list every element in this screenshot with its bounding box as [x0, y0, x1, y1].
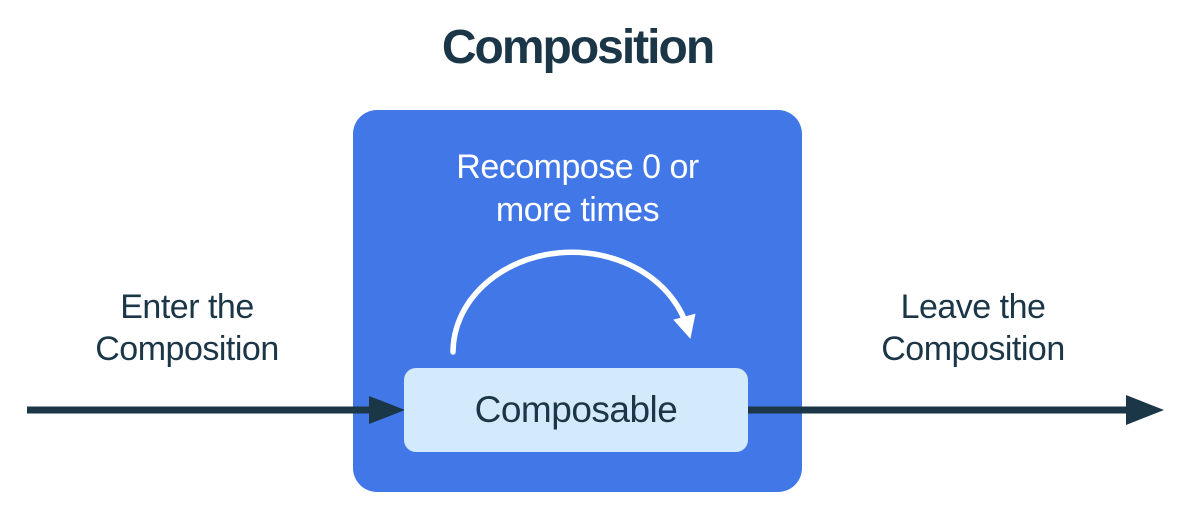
- leave-flow-arrow-icon: [746, 395, 1164, 425]
- recompose-label-line1: Recompose 0 or: [456, 148, 699, 186]
- composable-label: Composable: [474, 389, 678, 430]
- leave-label-line1: Leave the: [900, 288, 1046, 326]
- recompose-label: Recompose 0 or more times: [353, 146, 802, 232]
- composable-box: Composable: [404, 368, 748, 452]
- enter-composition-label: Enter the Composition: [47, 286, 327, 370]
- enter-label-line1: Enter the: [120, 288, 254, 326]
- enter-label-line2: Composition: [95, 330, 279, 368]
- diagram-title: Composition: [441, 21, 715, 74]
- recompose-label-line2: more times: [495, 191, 660, 229]
- enter-flow-arrow-icon: [27, 396, 405, 424]
- leave-label-line2: Composition: [881, 330, 1065, 368]
- leave-composition-label: Leave the Composition: [833, 286, 1113, 370]
